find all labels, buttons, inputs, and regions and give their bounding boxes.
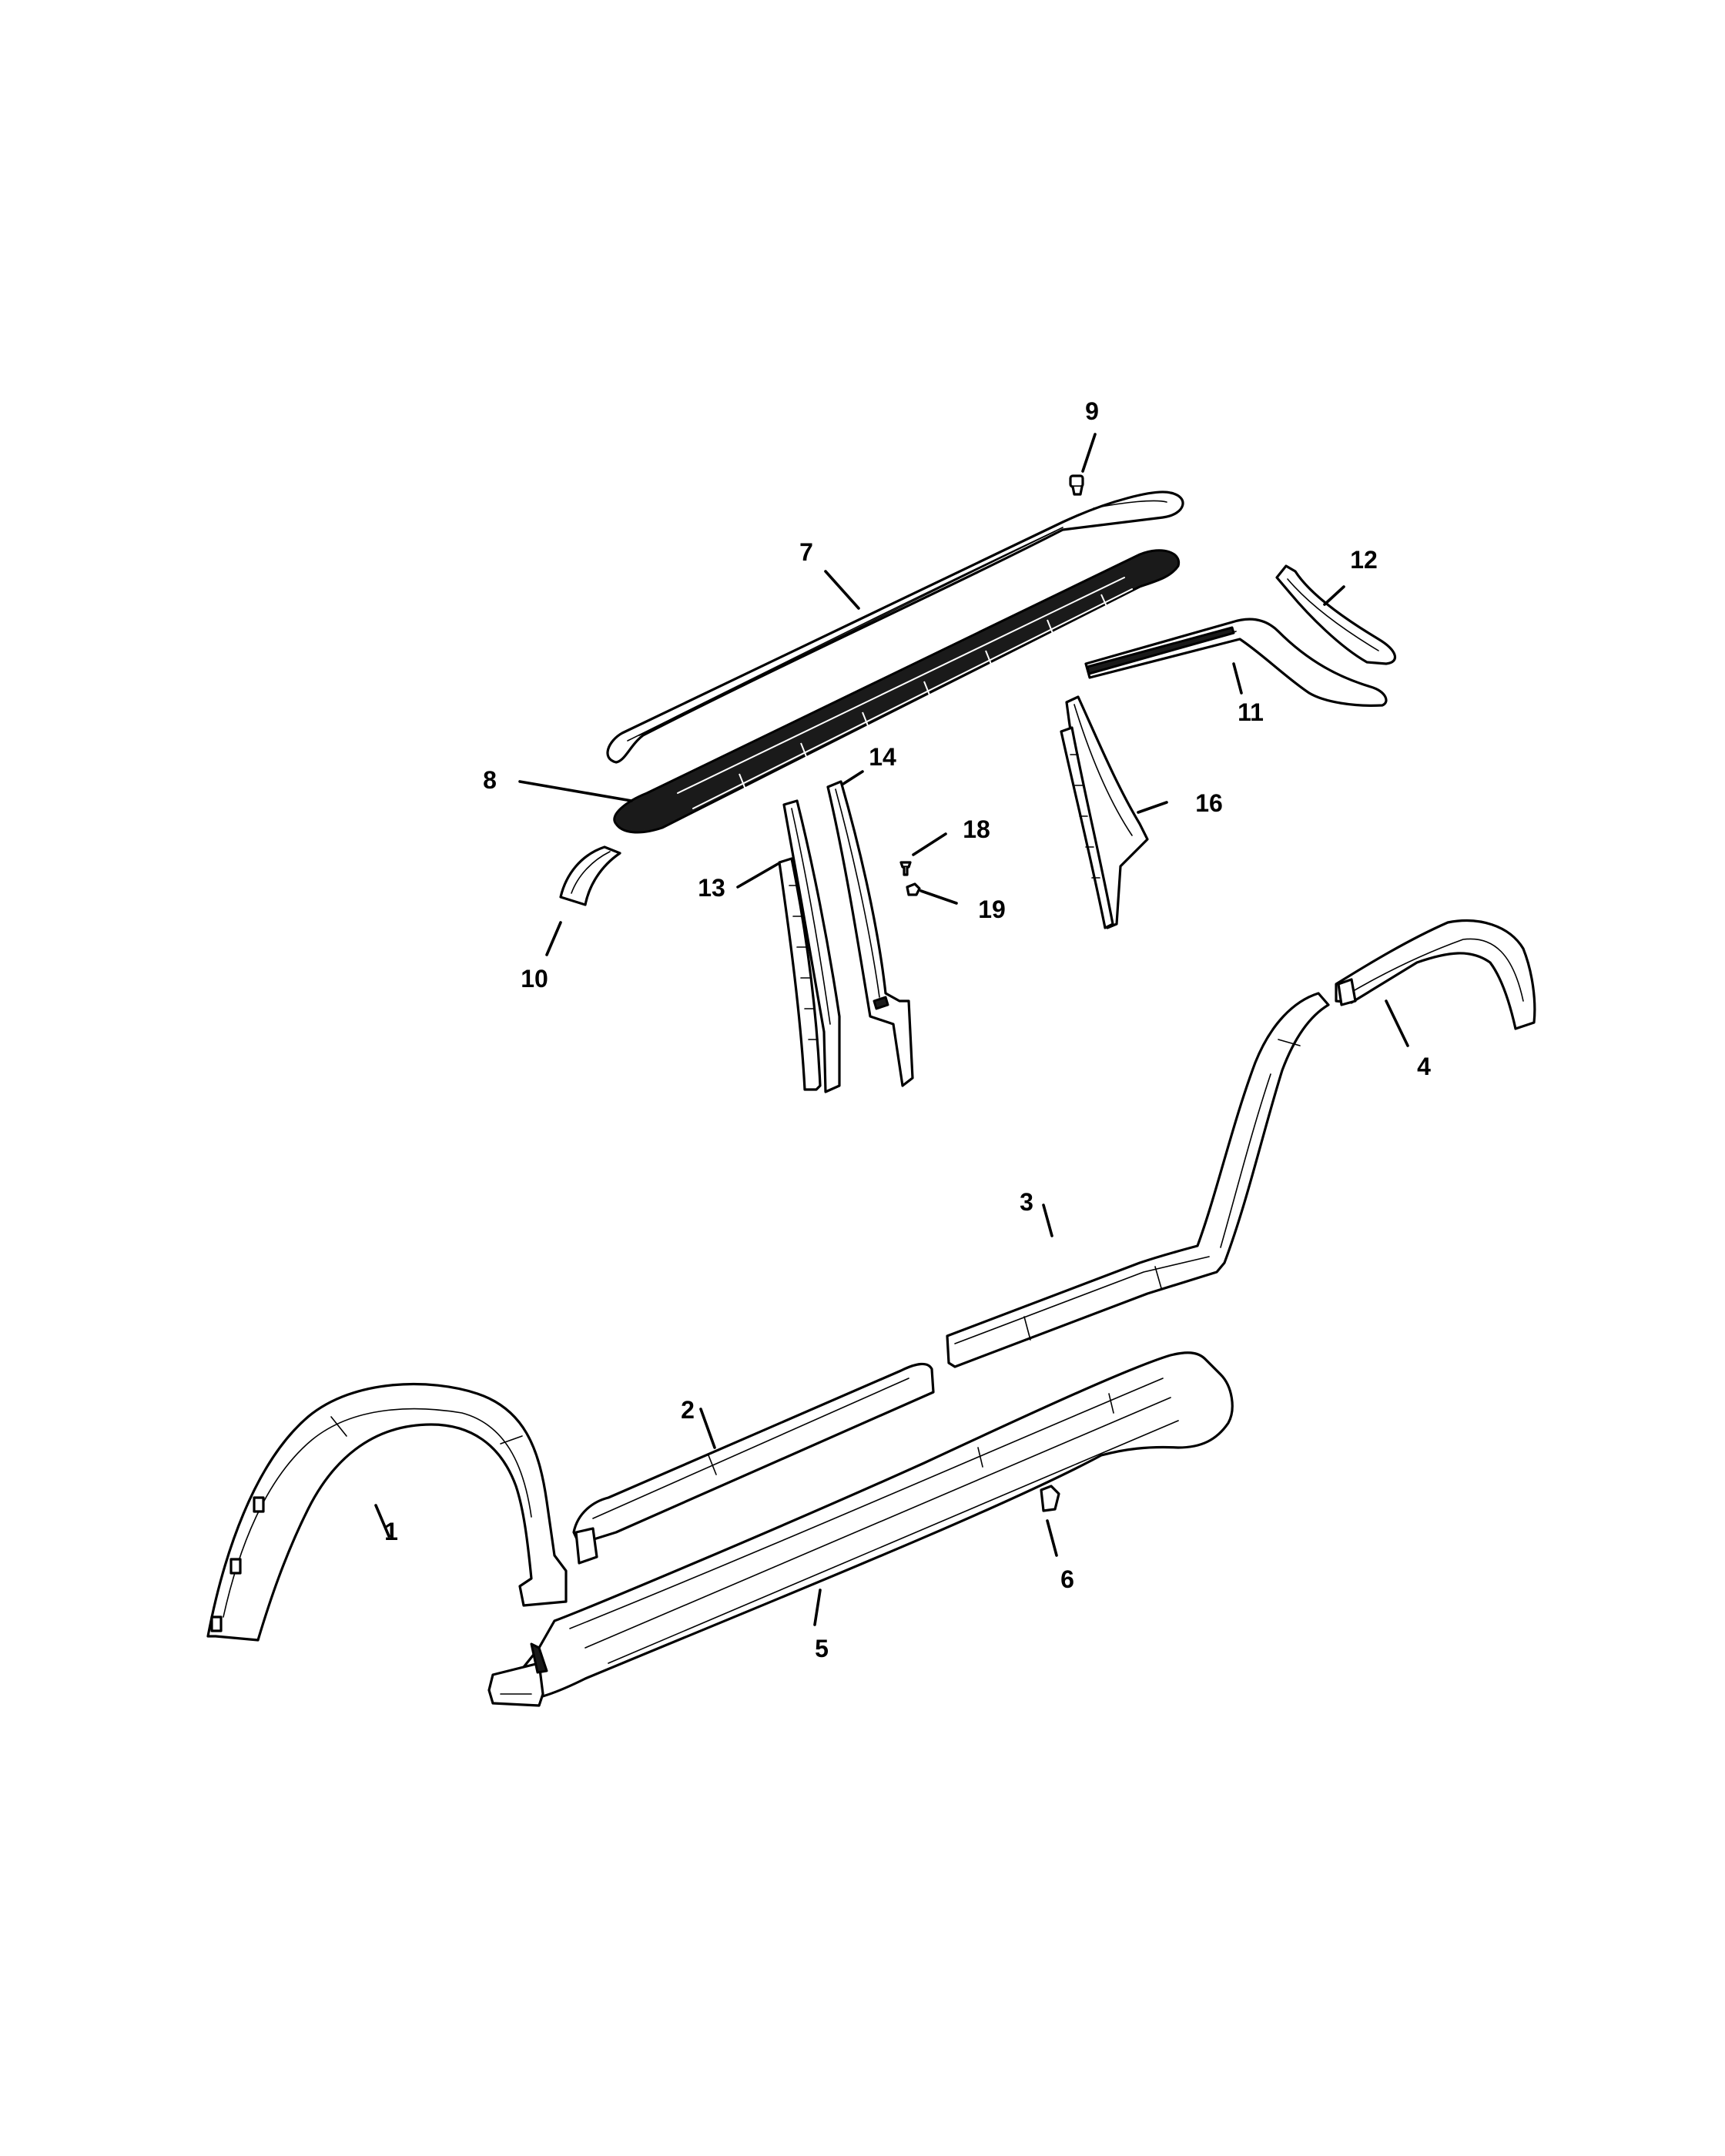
part-13-b-pillar-applique (778, 799, 841, 1093)
leader-lines (374, 433, 1409, 1626)
callout-19: 19 (978, 896, 1006, 923)
callout-7: 7 (799, 538, 813, 566)
part-4-rear-wheel-flare (1335, 919, 1536, 1030)
callout-labels: 9 7 12 11 8 14 16 18 13 19 10 4 3 2 1 6 … (384, 397, 1431, 1662)
part-9-clip (1069, 474, 1084, 496)
part-1-front-wheel-flare (206, 1382, 568, 1642)
part-14-pillar-applique (826, 780, 914, 1087)
callout-12: 12 (1350, 546, 1378, 574)
callout-11: 11 (1238, 698, 1264, 726)
callout-13: 13 (698, 874, 725, 902)
callout-1: 1 (384, 1518, 398, 1545)
part-2-front-door-molding (572, 1362, 935, 1565)
part-7-roof-rail (606, 490, 1184, 764)
callout-3: 3 (1020, 1188, 1033, 1216)
callout-6: 6 (1060, 1565, 1074, 1593)
callout-8: 8 (483, 766, 497, 794)
callout-9: 9 (1085, 397, 1099, 425)
callout-18: 18 (963, 815, 990, 843)
part-16-c-pillar-applique (1060, 695, 1149, 929)
part-18-screw (899, 861, 912, 876)
part-19-nut (906, 882, 921, 896)
part-11-window-trim (1084, 618, 1388, 707)
part-12-rear-applique (1275, 564, 1396, 665)
part-10-end-cap (559, 845, 621, 906)
callout-2: 2 (681, 1396, 695, 1424)
part-3-rear-door-molding (946, 992, 1330, 1368)
callout-16: 16 (1195, 789, 1223, 817)
callout-5: 5 (815, 1635, 829, 1662)
callout-4: 4 (1417, 1053, 1431, 1080)
callout-10: 10 (521, 965, 548, 993)
part-6-clip (1040, 1485, 1060, 1512)
callout-14: 14 (869, 743, 896, 771)
part-5-rocker-panel (487, 1351, 1234, 1707)
